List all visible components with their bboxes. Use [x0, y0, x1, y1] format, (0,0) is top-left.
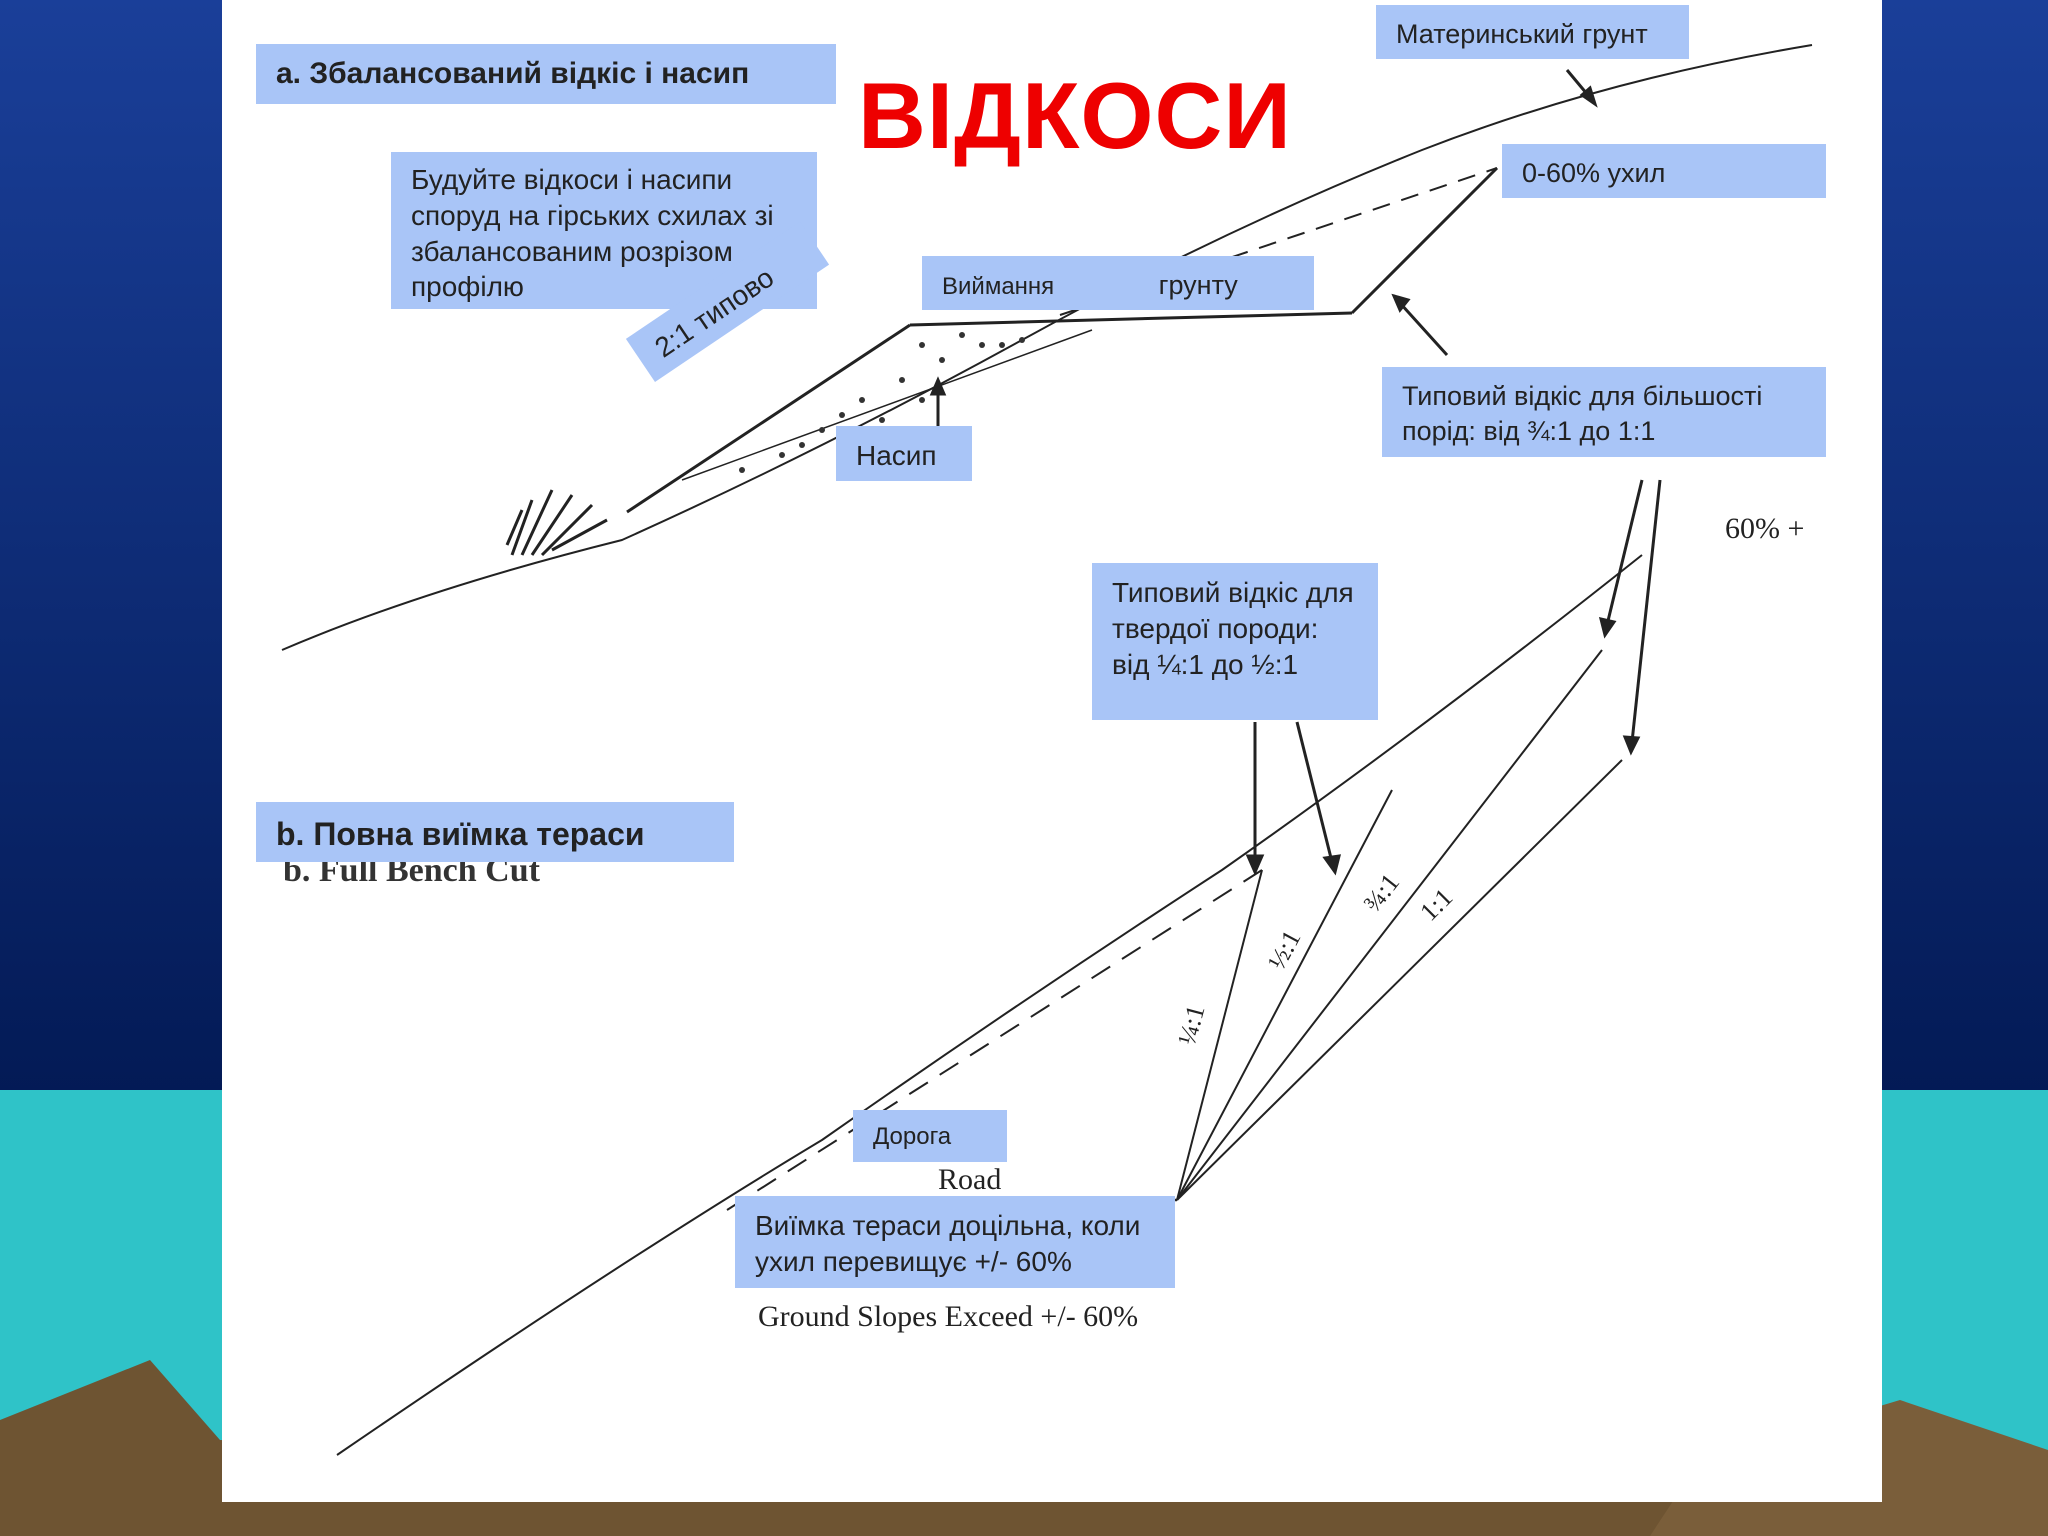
excavation-word: Виймання — [942, 273, 1055, 300]
bench-note-label: Виїмка тераси доцільна, коли ухил переви… — [735, 1196, 1175, 1288]
pct-60-text: 60% + — [1725, 512, 1805, 545]
cut-slope — [1350, 166, 1499, 315]
typical-most-rocks-label: Типовий відкіс для більшості порід: від … — [1382, 367, 1826, 457]
cut-quarter — [1176, 869, 1263, 1201]
slope-diagram — [281, 44, 1813, 1456]
embankment-label: Насип — [836, 426, 972, 481]
slope-0-60-label: 0-60% ухил — [1502, 144, 1826, 198]
fill-slope — [626, 323, 911, 514]
section-b-label: b. Повна виїмка тераси — [256, 802, 734, 862]
soil-word: грунту — [1158, 270, 1238, 300]
parent-soil-label: Материнський грунт — [1376, 5, 1689, 59]
road-ua-label: Дорога — [853, 1110, 1007, 1162]
fill-toe — [681, 329, 1093, 481]
slide-title: ВІДКОСИ — [858, 63, 1292, 168]
typical-hard-rock-label: Типовий відкіс для твердої породи: від ¼… — [1092, 563, 1378, 720]
shrub-icon — [505, 489, 608, 557]
fill-stipple — [739, 332, 1025, 473]
excavation-label: Виймання грунту — [922, 256, 1314, 310]
cut-one — [1176, 759, 1623, 1201]
road-text: Road — [938, 1163, 1002, 1196]
section-a-label: а. Збалансований відкіс і насип — [256, 44, 836, 104]
ground-slopes-text: Ground Slopes Exceed +/- 60% — [758, 1300, 1139, 1333]
cut-half — [1176, 789, 1393, 1201]
ground-line-b — [336, 554, 1643, 1456]
road-bench-a — [909, 311, 1353, 327]
cut-three-quarter — [1176, 649, 1603, 1201]
